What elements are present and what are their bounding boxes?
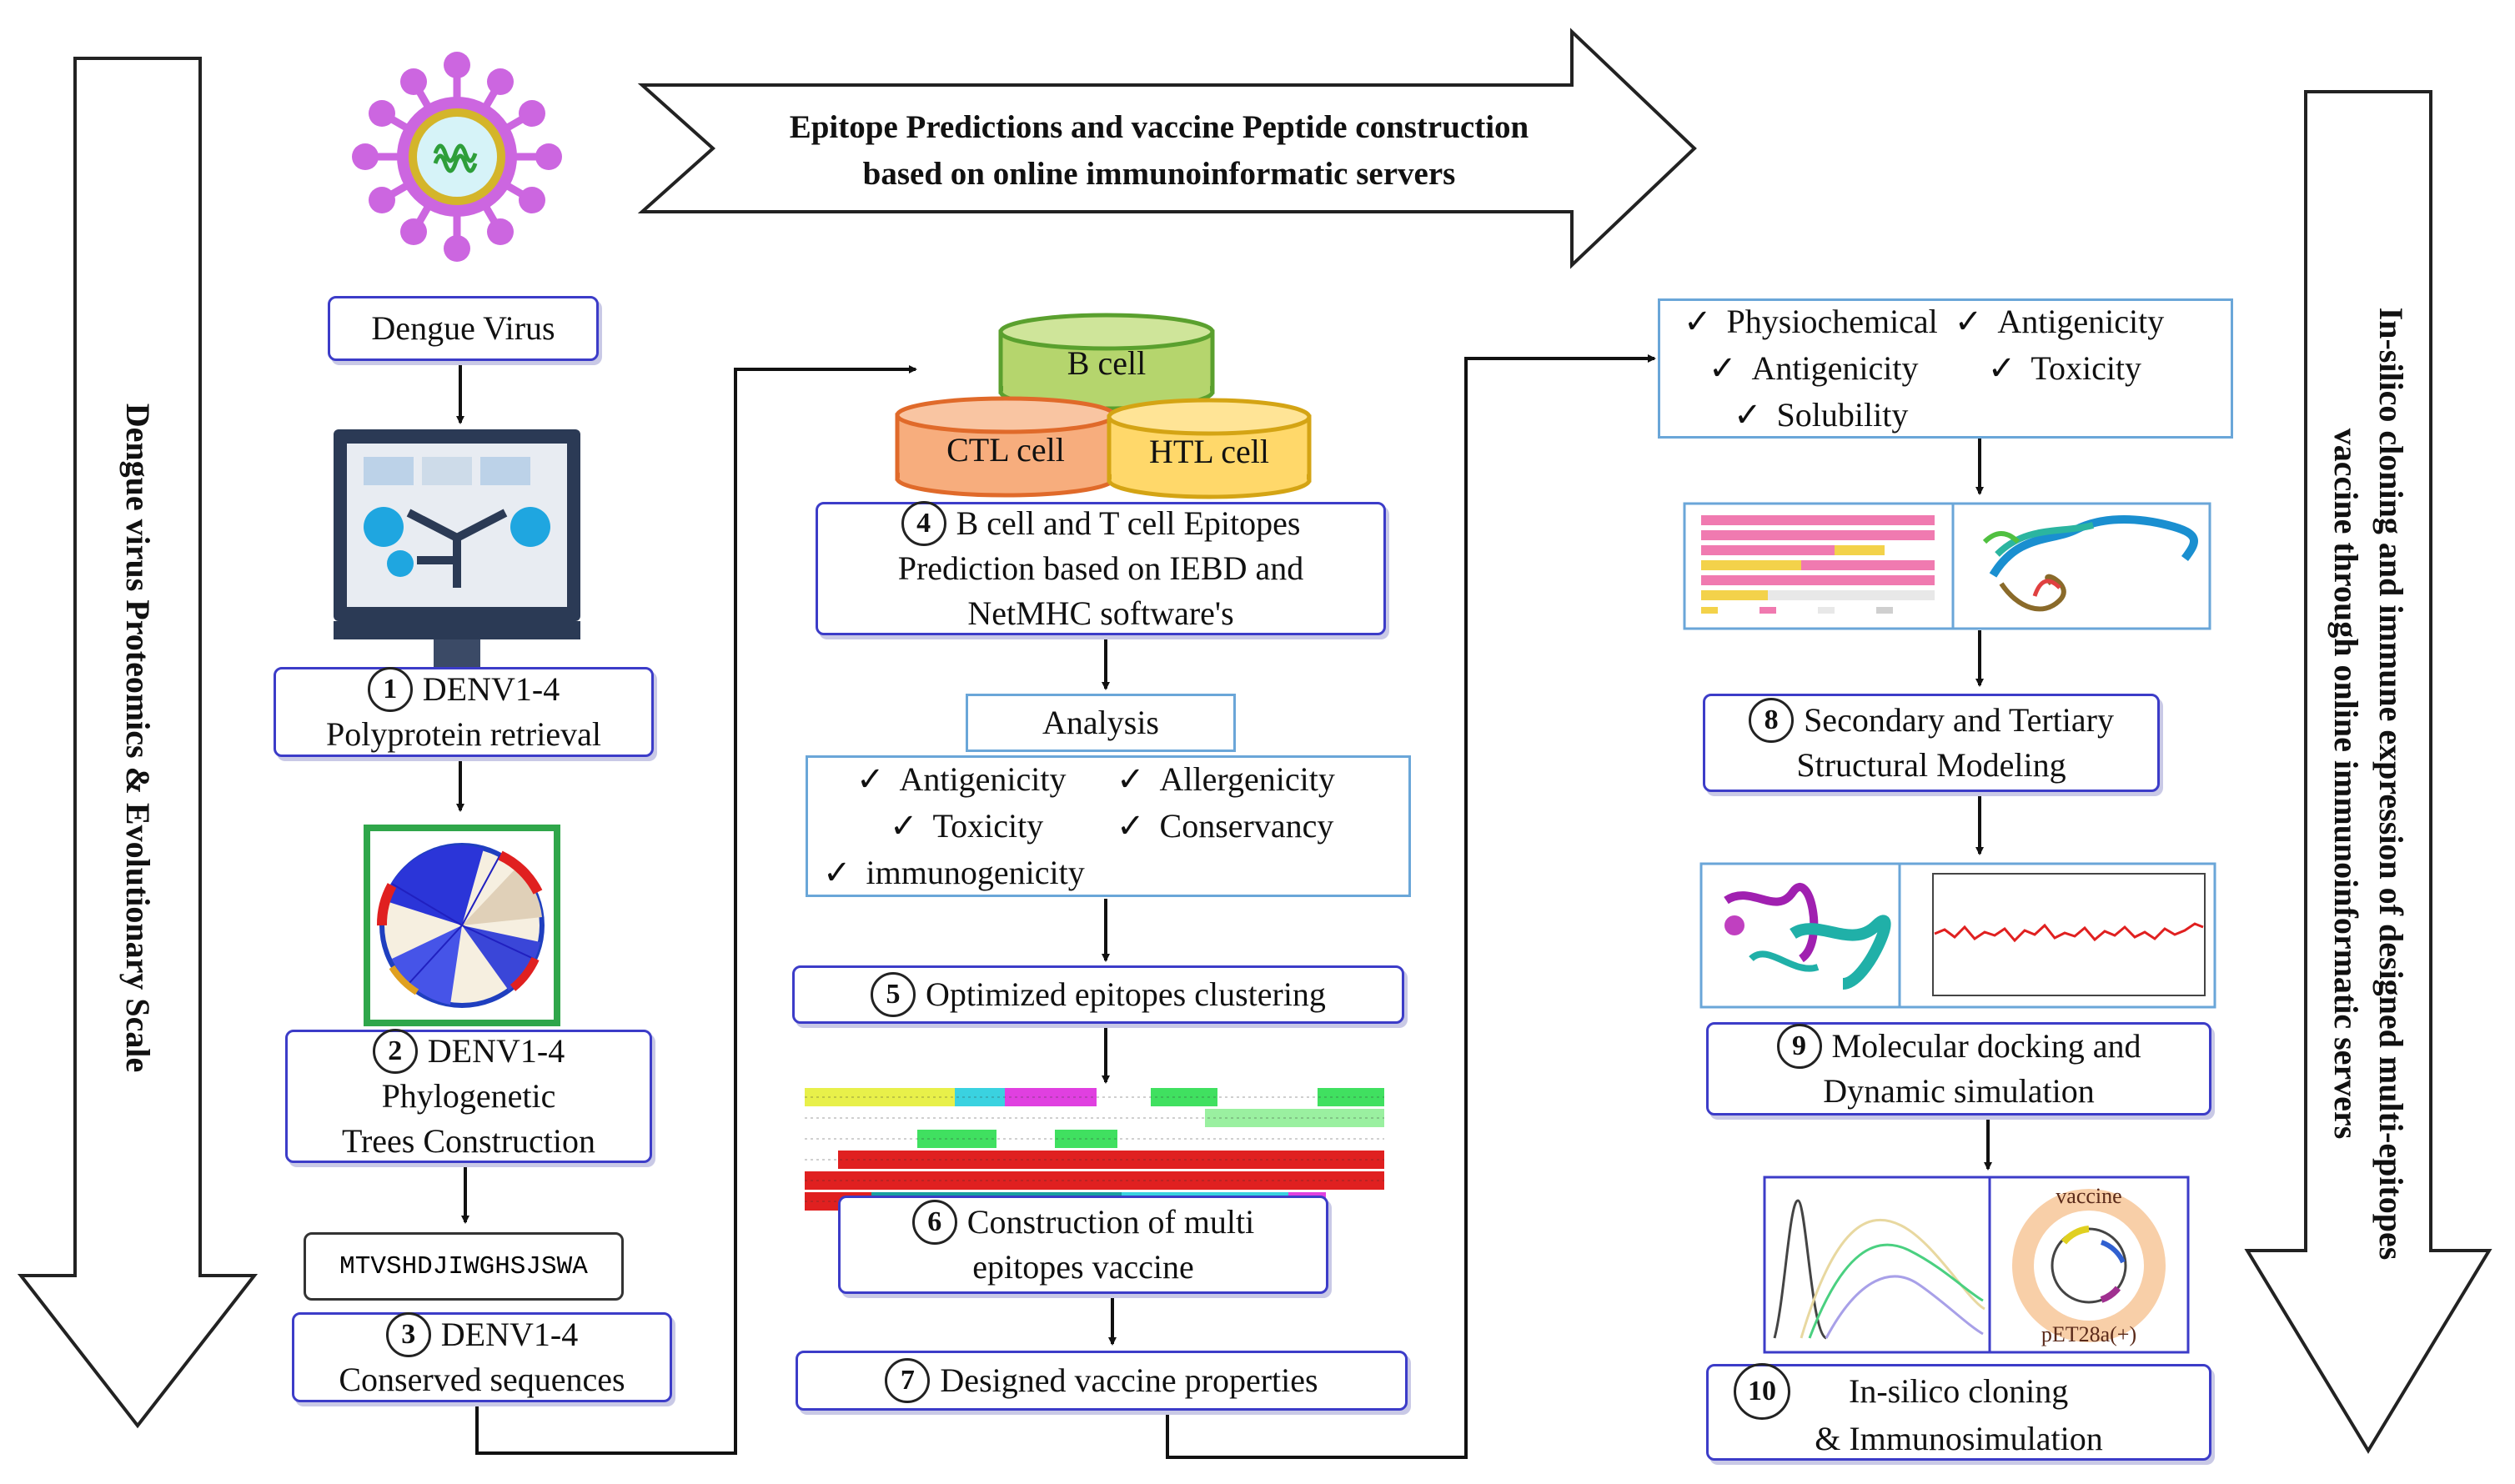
cylinder-b-cell: [998, 313, 1215, 411]
computer-tree-icon: [334, 429, 580, 678]
right-arrow-line2: vaccine through online immunoinformatic …: [2327, 428, 2365, 1140]
step6-line1: Construction of multi: [966, 1203, 1255, 1241]
step9-line1: Molecular docking and: [1831, 1027, 2141, 1065]
md-simulation-plot: [1898, 862, 2216, 1009]
left-down-arrow: [17, 57, 259, 1429]
vaccine-properties-box: Physiochemical Antigenicity Antigenicity…: [1658, 298, 2233, 439]
step10-line2: & Immunosimulation: [1815, 1420, 2103, 1457]
top-arrow-text: Epitope Predictions and vaccine Peptide …: [734, 104, 1584, 198]
immunosimulation-plot: [1763, 1176, 1991, 1354]
docking-image: [1699, 862, 1901, 1009]
step2-number: 2: [372, 1029, 418, 1074]
step8-line2: Structural Modeling: [1796, 746, 2066, 784]
step2-line1: DENV1-4: [427, 1032, 565, 1070]
step4-number: 4: [901, 501, 946, 546]
step8-line1: Secondary and Tertiary: [1804, 701, 2114, 739]
conserved-sequence-text: MTVSHDJIWGHSJSWA: [304, 1232, 624, 1301]
step3-number: 3: [385, 1312, 431, 1357]
secondary-structure-image: [1683, 502, 1955, 630]
top-arrow-line1: Epitope Predictions and vaccine Peptide …: [789, 109, 1529, 145]
step3-line2: Conserved sequences: [339, 1361, 625, 1398]
step9-number: 9: [1776, 1024, 1822, 1069]
top-arrow-line2: based on online immunoinformatic servers: [862, 156, 1456, 192]
analysis-checks-box: Antigenicity Allergenicity Toxicity Cons…: [806, 755, 1411, 897]
step8-number: 8: [1749, 698, 1795, 743]
epitope-sequence-strip: [805, 1088, 1384, 1211]
b-cell-label: B cell: [1067, 344, 1147, 382]
phylogenetic-tree-icon: [364, 825, 560, 1026]
step2-line3: Trees Construction: [341, 1122, 596, 1160]
plasmid-map: [1988, 1176, 2190, 1354]
tertiary-structure-image: [1951, 502, 2211, 630]
ctl-cell-label: CTL cell: [946, 431, 1065, 469]
check-conservancy: Conservancy: [1117, 804, 1393, 849]
step10-box: 10 In-silico cloning & Immunosimulation: [1706, 1363, 2211, 1461]
htl-cell-label: HTL cell: [1148, 433, 1269, 470]
plasmid-vaccine-label: vaccine: [2056, 1184, 2122, 1208]
step7-number: 7: [885, 1358, 931, 1403]
step5-label: Optimized epitopes clustering: [926, 975, 1326, 1013]
check-antigenicity: Antigenicity: [823, 757, 1100, 802]
step10-line1: In-silico cloning: [1849, 1372, 2069, 1410]
step4-line1: B cell and T cell Epitopes: [956, 504, 1301, 542]
cylinder-ctl-cell: [895, 396, 1117, 498]
check-antigenicity-1: Antigenicity: [1955, 299, 2216, 344]
plasmid-name-label: pET28a(+): [2041, 1322, 2137, 1346]
virus-icon: [352, 52, 562, 262]
right-arrow-text: In-silico cloning and immune expression …: [2323, 308, 2413, 1261]
right-arrow-line1: In-silico cloning and immune expression …: [2372, 307, 2410, 1261]
step1-line2: Polyprotein retrieval: [326, 715, 601, 753]
check-toxicity-3: Toxicity: [1955, 346, 2216, 391]
step1-line1: DENV1-4: [422, 670, 560, 708]
step2-line2: Phylogenetic: [381, 1077, 556, 1115]
top-right-arrow: [637, 28, 1697, 269]
step5-box: 5 Optimized epitopes clustering: [792, 965, 1404, 1024]
check-toxicity: Toxicity: [823, 804, 1100, 849]
step6-line2: epitopes vaccine: [972, 1248, 1194, 1286]
step9-line2: Dynamic simulation: [1823, 1072, 2095, 1110]
step4-line3: NetMHC software's: [967, 594, 1234, 632]
check-immunogenicity: immunogenicity: [823, 850, 1100, 895]
cylinder-htl-cell: [1107, 398, 1312, 499]
step7-label: Designed vaccine properties: [940, 1361, 1318, 1399]
step1-number: 1: [367, 667, 413, 712]
check-antigenicity-2: Antigenicity: [1675, 346, 1938, 391]
step6-number: 6: [911, 1200, 957, 1245]
step4-box: 4 B cell and T cell Epitopes Prediction b…: [816, 501, 1386, 635]
step10-number: 10: [1734, 1363, 1790, 1420]
check-allergenicity: Allergenicity: [1117, 757, 1393, 802]
left-arrow-text: Dengue virus Proteomics & Evolutionary S…: [119, 403, 157, 1073]
connectors: [456, 354, 1992, 1459]
step5-number: 5: [871, 972, 916, 1017]
analysis-box: Analysis: [966, 694, 1236, 752]
dengue-virus-label: Dengue Virus: [328, 296, 599, 361]
check-solubility: Solubility: [1675, 393, 1938, 438]
step3-line1: DENV1-4: [440, 1316, 579, 1353]
check-physiochemical: Physiochemical: [1675, 299, 1938, 344]
step4-line2: Prediction based on IEBD and: [897, 549, 1304, 587]
right-down-arrow: [2244, 90, 2492, 1454]
